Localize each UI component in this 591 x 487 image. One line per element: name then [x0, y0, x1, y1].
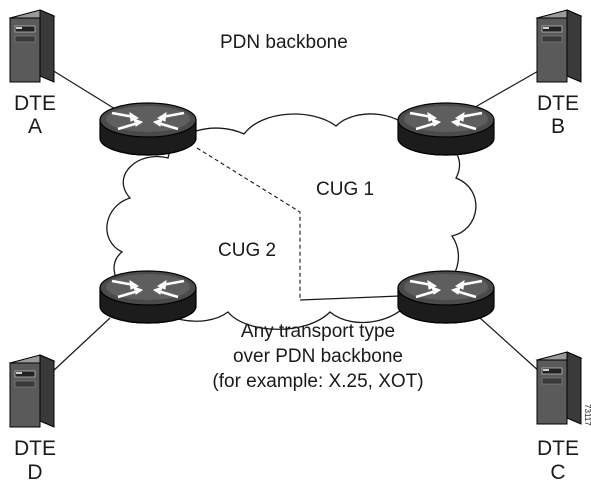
router-a	[98, 101, 198, 157]
dte-d-label-line-2: D	[27, 461, 42, 484]
dte-d-label-line-1: DTE	[14, 437, 56, 460]
dte-c-label-line-1: DTE	[537, 437, 579, 460]
cug-1-label: CUG 1	[316, 179, 374, 200]
dte-b-label-line-2: B	[551, 115, 565, 138]
cug-1-path	[299, 295, 401, 301]
cug-2-label: CUG 2	[218, 240, 276, 261]
link-dte-c	[479, 317, 541, 373]
router-d	[98, 269, 198, 325]
dte-b-tower	[536, 9, 582, 83]
dte-d-tower	[9, 354, 55, 428]
dte-c-tower	[536, 351, 582, 425]
dte-a-label-line-2: A	[28, 115, 42, 138]
dte-b-label-line-1: DTE	[537, 92, 579, 115]
link-dte-a	[51, 69, 121, 113]
router-b	[396, 101, 496, 157]
figure-id: 73117	[583, 404, 591, 426]
dte-a-label-line-1: DTE	[14, 92, 56, 115]
transport-note-line-2: over PDN backbone	[233, 346, 403, 367]
link-dte-d	[51, 317, 111, 373]
dte-a-tower	[9, 9, 55, 83]
dte-c-label-line-2: C	[550, 461, 565, 484]
transport-note-line-3: (for example: X.25, XOT)	[212, 371, 423, 392]
transport-note-line-1: Any transport type	[241, 321, 395, 342]
pdn-backbone-title: PDN backbone	[220, 32, 348, 53]
router-c	[396, 269, 496, 325]
link-dte-b	[469, 69, 541, 111]
cug-2-path	[196, 147, 301, 300]
